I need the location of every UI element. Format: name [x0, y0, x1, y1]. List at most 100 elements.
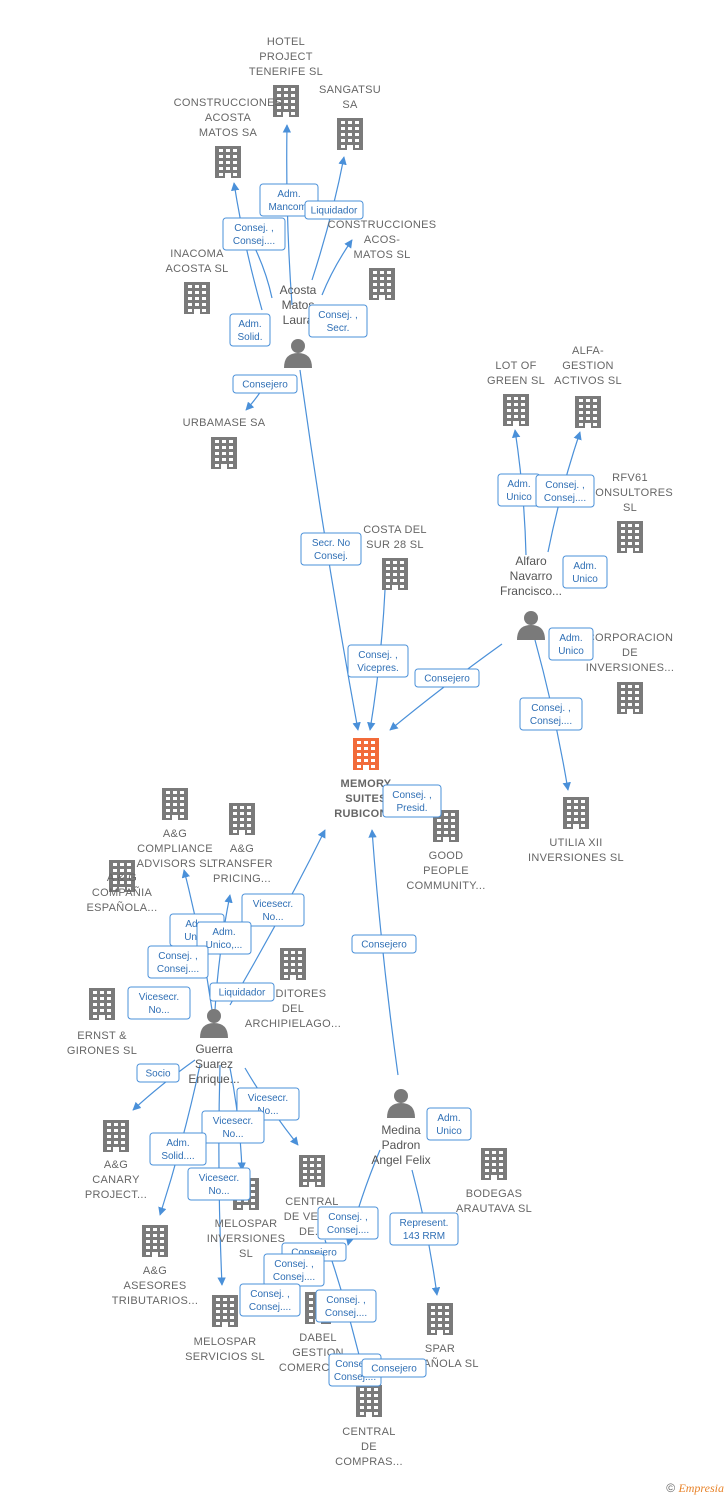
- company-label-line: TENERIFE SL: [249, 66, 323, 78]
- company-label-line: RUBICON...: [334, 808, 398, 820]
- edge-label-e13[interactable]: Consejero: [414, 668, 480, 688]
- edge-label-e10[interactable]: Adm.Unico: [548, 627, 594, 661]
- edge-label-e25[interactable]: Vicesecr.No...: [201, 1110, 265, 1144]
- company-node-ag_canary[interactable]: A&GCANARYPROJECT...: [85, 1120, 147, 1201]
- edge-label-e32[interactable]: Consej. ,Consej....: [263, 1253, 325, 1287]
- edge-label-text: Consej....: [530, 716, 572, 727]
- edge-label-e22[interactable]: Liquidador: [209, 982, 275, 1002]
- edge-label-e19[interactable]: Adm.Unico,...: [196, 921, 252, 955]
- edge-label-text: Consej. ,: [335, 1359, 374, 1370]
- company-label-line: SUR 28 SL: [366, 539, 424, 551]
- edge-label-e9[interactable]: Adm.Unico: [562, 555, 608, 589]
- company-label-line: DE: [361, 1441, 377, 1453]
- edge-label-text: Unico: [506, 492, 532, 503]
- person-label-line: Navarro: [510, 569, 553, 583]
- building-icon: [229, 803, 255, 835]
- person-node-alfaro[interactable]: AlfaroNavarroFrancisco...: [500, 554, 562, 640]
- company-node-goodpeople[interactable]: GOODPEOPLECOMMUNITY...: [406, 810, 485, 892]
- building-icon: [162, 788, 188, 820]
- edge-label-e4[interactable]: Consej. ,Secr.: [308, 304, 368, 338]
- company-label-line: MATOS SL: [353, 249, 410, 261]
- company-node-ag_transfer[interactable]: A&GTRANSFERPRICING...: [211, 803, 273, 885]
- company-node-ernst[interactable]: ERNST &GIRONES SL: [67, 988, 137, 1057]
- company-node-auditores[interactable]: AUDITORESDELARCHIPIELAGO...: [245, 948, 341, 1030]
- edge-label-text: Unico,...: [206, 940, 243, 951]
- edge-label-text: Consejero: [361, 940, 407, 951]
- company-label-line: ACOS-: [364, 234, 400, 246]
- person-label-line: Francisco...: [500, 584, 562, 598]
- edge-label-e14[interactable]: Consej. ,Consej....: [519, 697, 583, 731]
- footer-brand[interactable]: © Empresia: [666, 1481, 724, 1496]
- edge-label-text: Consej. ,: [358, 650, 397, 661]
- company-label-line: ALFA-: [572, 345, 604, 357]
- edge-label-text: Socio: [145, 1069, 170, 1080]
- edge-label-e27[interactable]: Vicesecr.No...: [187, 1167, 251, 1201]
- building-icon: [337, 118, 363, 150]
- edge-label-e6[interactable]: Consejero: [232, 374, 298, 394]
- edge-label-e26[interactable]: Adm.Solid....: [149, 1132, 207, 1166]
- edge-label-e21[interactable]: Vicesecr.No...: [127, 986, 191, 1020]
- building-icon: [109, 860, 135, 892]
- company-node-ag_compania[interactable]: A & GCOMPAÑIAESPAÑOLA...: [87, 860, 158, 914]
- edge-label-text: Unico: [558, 646, 584, 657]
- edge-label-e23[interactable]: Socio: [136, 1063, 180, 1083]
- edge-label-e3[interactable]: Consej. ,Consej....: [222, 217, 286, 251]
- company-node-corporacion[interactable]: CORPORACIONDEINVERSIONES...: [586, 632, 675, 714]
- company-node-central_compras[interactable]: CENTRALDECOMPRAS...: [335, 1385, 403, 1468]
- building-icon: [356, 1385, 382, 1417]
- person-node-guerra[interactable]: GuerraSuarezEnrique...: [188, 1009, 240, 1086]
- company-label-line: COSTA DEL: [363, 524, 427, 536]
- edge-label-e8[interactable]: Consej. ,Consej....: [535, 474, 595, 508]
- edge-label-e29[interactable]: Consej. ,Consej....: [317, 1206, 379, 1240]
- edge-label-e2[interactable]: Liquidador: [304, 200, 364, 220]
- company-label-line: RFV61: [612, 472, 648, 484]
- edge-label-text: Adm.: [238, 319, 261, 330]
- edge-label-e30[interactable]: Represent.143 RRM: [389, 1212, 459, 1246]
- copyright-icon: ©: [666, 1481, 676, 1495]
- company-node-memory[interactable]: MEMORYSUITESRUBICON...: [334, 738, 398, 820]
- edge-label-e33[interactable]: Consej. ,Consej....: [239, 1283, 301, 1317]
- edge-label-e5[interactable]: Adm.Solid.: [229, 313, 271, 347]
- company-node-urbamase[interactable]: URBAMASE SA: [183, 417, 266, 469]
- building-icon: [563, 797, 589, 829]
- edge-label-e12[interactable]: Consej. ,Vicepres.: [347, 644, 409, 678]
- company-label-line: CONSTRUCCIONES: [174, 97, 283, 109]
- company-label-line: MEMORY: [341, 778, 392, 790]
- company-label-line: CENTRAL: [285, 1196, 338, 1208]
- company-node-costadelsur[interactable]: COSTA DEL SUR 28 SL: [363, 524, 427, 590]
- company-node-ag_asesores[interactable]: A&GASESORESTRIBUTARIOS...: [112, 1225, 199, 1307]
- company-label-line: INACOMA: [170, 248, 224, 260]
- edge-label-e7[interactable]: Adm.Unico: [497, 473, 541, 507]
- edge-label-e20[interactable]: Consej. ,Consej....: [147, 945, 209, 979]
- edge-label-e36[interactable]: Consejero: [361, 1358, 427, 1378]
- edge-label-text: No...: [208, 1186, 229, 1197]
- edge-label-e15[interactable]: Consej. ,Presid.: [382, 784, 442, 818]
- edge-label-text: Consej....: [325, 1308, 367, 1319]
- building-icon: [211, 437, 237, 469]
- edge-label-e34[interactable]: Consej. ,Consej....: [315, 1289, 377, 1323]
- company-label-line: ESPAÑOLA...: [87, 901, 158, 914]
- edge-label-e16[interactable]: Consejero: [351, 934, 417, 954]
- edge-label-text: Consej....: [157, 964, 199, 975]
- person-label-line: Angel Felix: [371, 1153, 430, 1167]
- edge-label-e1[interactable]: Adm.Mancom.: [259, 183, 319, 217]
- edge-label-e17[interactable]: Vicesecr.No...: [241, 893, 305, 927]
- edge-label-text: Consej.: [314, 551, 348, 562]
- edge-label-e28[interactable]: Adm.Unico: [426, 1107, 472, 1141]
